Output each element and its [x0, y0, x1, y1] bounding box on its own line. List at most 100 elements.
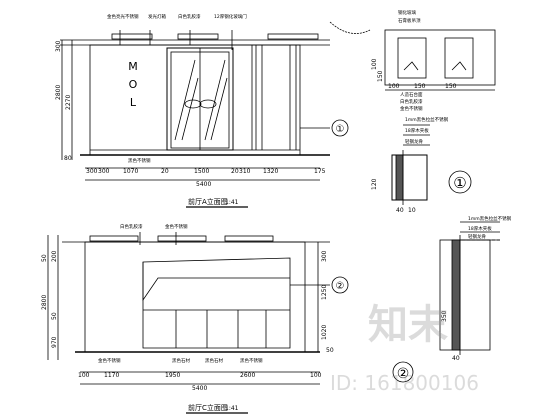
plan-label-0: 钢化玻璃	[398, 9, 416, 16]
dim-a-left-1: 2800	[55, 85, 62, 100]
title-a: 前厅A立面图	[188, 197, 228, 206]
dim-c-bottom-0: 100	[78, 372, 90, 379]
detail1-label-2: 轻钢龙骨	[405, 138, 423, 145]
detail2-marker-circle	[392, 361, 414, 383]
callout-circle	[331, 276, 349, 294]
dim-c-left-0: 50	[41, 254, 48, 262]
plan-dim-bottom-0: 100	[388, 83, 400, 90]
dim-a-bottom-0: 300	[86, 168, 98, 175]
glass-reflect	[174, 59, 196, 141]
light-box	[157, 235, 207, 242]
detail1-dim-bottom-1: 10	[408, 207, 416, 214]
elevation-c: 白色乳胶漆 金色不锈钢 ② 50 200 2800 50 970 300 125…	[41, 223, 349, 414]
plan-dim-left-0: 100	[371, 58, 378, 70]
dim-c-total: 5400	[192, 385, 207, 392]
dim-c-left-1: 200	[51, 250, 58, 262]
cloud-line	[329, 21, 371, 34]
glass-reflect	[181, 77, 199, 141]
dim-a-left-3: 80	[64, 155, 72, 162]
detail1-dim-left: 120	[371, 178, 378, 190]
dim-a-bottom-3: 20	[161, 168, 169, 175]
detail1-marker: ①	[453, 174, 466, 192]
detail2-dim-left: 350	[441, 310, 448, 322]
dim-c-bottom-3: 2600	[240, 372, 255, 379]
label-bottom-c-0: 金色不锈钢	[98, 357, 121, 364]
base-label-a: 黑色不锈钢	[128, 157, 151, 164]
detail2-dim-bottom: 40	[452, 355, 460, 362]
detail1-outline	[391, 154, 428, 201]
dim-a-total: 5400	[196, 181, 211, 188]
dim-a-bottom-7: 1320	[263, 168, 278, 175]
detail2-label-0: 1mm黑色拉丝不锈钢	[468, 215, 512, 222]
scale-a: 1:41	[225, 199, 239, 206]
label-top-a-2: 白色乳胶漆	[178, 13, 201, 20]
label-bottom-c-1: 黑色石材	[172, 357, 190, 364]
title-c: 前厅C立面图	[188, 403, 228, 412]
watermark: 知末 ID: 161800106	[330, 302, 479, 395]
dim-c-right-2: 1020	[321, 325, 328, 340]
inset-panel-split	[142, 262, 290, 302]
dim-c-right-1: 1250	[321, 285, 328, 300]
light-box	[177, 33, 219, 40]
dim-c-left-4: 970	[51, 336, 58, 348]
detail2-hatch	[451, 239, 461, 351]
detail2-label-1: 18厚木夹板	[468, 225, 492, 232]
dim-a-bottom-4: 1500	[194, 168, 209, 175]
callout-circle	[331, 119, 349, 137]
dim-c-left-3: 50	[51, 312, 58, 320]
label-top-a-3: 12厚钢化玻璃门	[214, 13, 247, 20]
label-bottom-c-2: 黑色石材	[205, 357, 223, 364]
scale-c: 1:41	[225, 405, 239, 412]
plan-detail: 钢化玻璃 石膏板吊顶 100 150 100 150 150 人造石台面 白色乳…	[329, 9, 496, 112]
label-top-a-1: 发光灯箱	[148, 13, 166, 20]
dim-c-right-3: 50	[326, 347, 334, 354]
label-top-a-0: 金色亮光不锈钢	[107, 13, 139, 20]
door-handle-left	[184, 99, 202, 109]
dim-c-bottom-1: 1170	[104, 372, 119, 379]
plan-outline	[384, 29, 496, 86]
dim-c-left-2: 2800	[41, 295, 48, 310]
detail1-marker-circle	[448, 170, 472, 194]
mol-letter-m: M	[128, 60, 138, 73]
plan-label-bottom-0: 人造石台面	[400, 91, 423, 98]
plan-label-bottom-2: 金色不锈钢	[400, 105, 423, 112]
plan-dim-bottom-1: 150	[414, 83, 426, 90]
label-bottom-c-3: 黑色不锈钢	[240, 357, 263, 364]
dim-c-bottom-2: 1950	[165, 372, 180, 379]
plan-label-1: 石膏板吊顶	[398, 17, 421, 24]
callout-marker-c: ②	[336, 281, 345, 292]
light-box	[224, 235, 274, 242]
glass-reflect	[210, 77, 228, 141]
dim-a-bottom-6: 310	[239, 168, 251, 175]
light-box	[267, 33, 319, 40]
dim-a-bottom-8: 175	[314, 168, 326, 175]
detail1-label-0: 1mm黑色拉丝不锈钢	[405, 116, 449, 123]
dim-a-bottom-5: 20	[231, 168, 239, 175]
glass-reflect	[204, 59, 226, 141]
detail2-label-2: 轻钢龙骨	[468, 233, 486, 240]
watermark-brand: 知末	[368, 302, 448, 348]
plan-symbol	[403, 61, 419, 71]
light-box	[89, 235, 139, 242]
plan-symbol	[451, 61, 467, 71]
door-handle-right	[199, 99, 217, 109]
dim-a-left-2: 2270	[65, 95, 72, 110]
plan-box-left	[397, 37, 427, 79]
detail2-marker: ②	[397, 366, 410, 382]
dim-c-bottom-4: 100	[310, 372, 322, 379]
dim-a-left-0: 300	[55, 40, 62, 52]
inset-panel	[142, 257, 291, 349]
detail1-label-1: 18厚木夹板	[405, 127, 429, 134]
dim-a-bottom-1: 300	[98, 168, 110, 175]
dim-a-bottom-2: 1070	[123, 168, 138, 175]
label-top-c-1: 金色不锈钢	[165, 223, 188, 230]
label-top-c-0: 白色乳胶漆	[120, 223, 143, 230]
detail1-hatch	[395, 154, 404, 201]
plan-label-bottom-1: 白色乳胶漆	[400, 98, 423, 105]
elevation-a: M O L 金色亮光不锈钢 发光灯箱 白色乳胶漆 12厚钢化玻璃门 ① 300 …	[55, 13, 349, 208]
plan-dim-left-1: 150	[377, 70, 384, 82]
callout-marker-a: ①	[336, 124, 345, 135]
dim-c-right-0: 300	[321, 250, 328, 262]
